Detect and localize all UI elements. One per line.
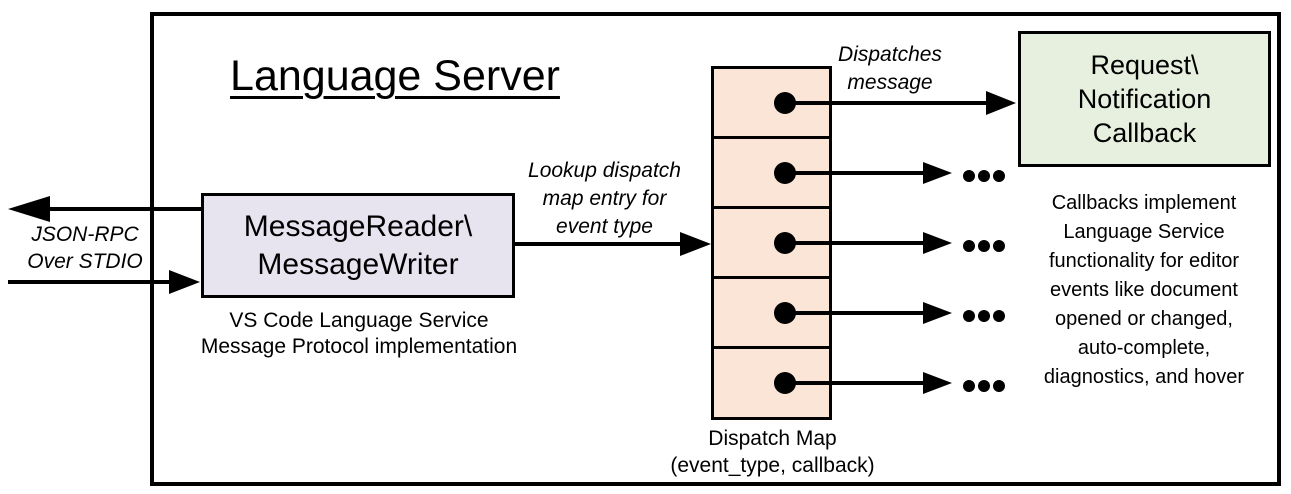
reader-caption-line2: Message Protocol implementation [200,335,518,358]
note-line: events like document [1050,279,1238,301]
request-notification-callback-box: Request\ Notification Callback [1018,31,1271,167]
callback-box-line3: Callback [1092,118,1197,148]
reader-caption-line1: VS Code Language Service [229,309,489,332]
message-reader-writer-box: MessageReader\ MessageWriter [201,193,515,298]
note-line: functionality for editor [1048,250,1240,272]
dispatch-map-divider [714,346,829,349]
dispatches-label-line1: Dispatches [838,43,942,66]
note-line: Callbacks implement [1051,192,1237,214]
callback-box-line1: Request\ [1090,50,1199,80]
lookup-label-line3: event type [556,215,653,238]
dispatches-message-label: Dispatches message [825,41,955,97]
map-caption-line1: Dispatch Map [708,427,837,450]
reader-box-caption: VS Code Language Service Message Protoco… [168,308,550,360]
lookup-dispatch-label: Lookup dispatch map entry for event type [512,157,697,241]
stdio-label-line2: Over STDIO [27,250,143,273]
dispatch-map-divider [714,276,829,279]
dispatch-map-divider [714,136,829,139]
note-line: diagnostics, and hover [1043,366,1245,388]
note-line: auto-complete, [1077,337,1211,359]
dispatch-map-caption: Dispatch Map (event_type, callback) [650,425,895,479]
note-line: opened or changed, [1055,308,1233,330]
reader-box-line2: MessageWriter [257,247,459,281]
note-line: Language Service [1063,221,1225,243]
dispatches-label-line2: message [847,71,933,94]
lookup-label-line1: Lookup dispatch [528,159,681,182]
diagram-title: Language Server [230,52,560,100]
lookup-label-line2: map entry for [542,187,667,210]
callback-box-line2: Notification [1077,84,1212,114]
stdio-label-line1: JSON-RPC [31,223,139,246]
callbacks-note: Callbacks implement Language Service fun… [1008,189,1280,392]
map-caption-line2: (event_type, callback) [670,454,875,477]
reader-box-line1: MessageReader\ [243,209,473,243]
dispatch-map [711,66,832,420]
dispatch-map-divider [714,206,829,209]
stdio-label: JSON-RPC Over STDIO [10,221,160,275]
